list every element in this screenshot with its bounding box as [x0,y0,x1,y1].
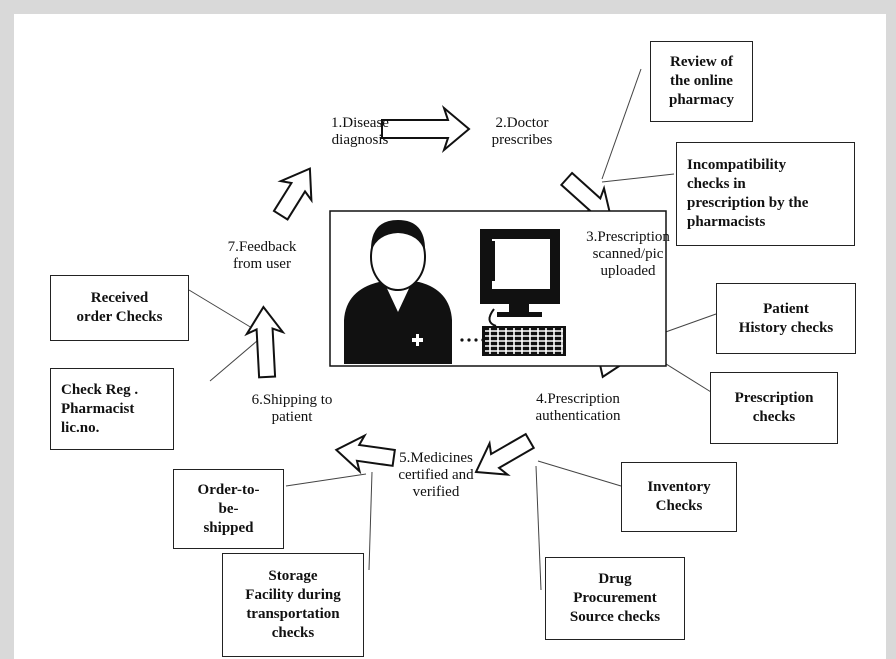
step-7-text: 7.Feedback from user [227,239,297,272]
connector-review [601,68,642,180]
step-2-label: 2.Doctor prescribes [476,115,568,149]
order-box: Order-to- be- shipped [173,469,284,549]
diagram-graphics [188,68,717,591]
connector-check-reg [209,334,265,382]
pharmacist-hair [370,220,426,252]
step-6-text: 6.Shipping to patient [251,392,333,425]
connector-incompat [601,173,675,183]
step-3-label: 3.Prescription scanned/pic uploaded [568,229,688,280]
keyboard [482,326,566,356]
arrow-6-to-7 [244,305,286,379]
patient-history-box: Patient History checks [716,283,856,354]
connector-order [285,473,367,487]
step-5-text: 5.Medicines certified and verified [398,450,474,500]
arrow-7-to-1 [272,167,313,221]
connector-procurement [535,465,542,591]
arrow-4-to-5 [474,432,536,476]
step-3-text: 3.Prescription scanned/pic uploaded [586,229,670,279]
step-7-label: 7.Feedback from user [214,239,310,273]
step-2-text: 2.Doctor prescribes [491,115,553,148]
connector-lines [188,68,717,591]
prescription-checks-box: Prescription checks [710,372,838,444]
check-reg-text: Check Reg . Pharmacist lic.no. [61,381,139,436]
received-order-text: Received order Checks [76,290,163,325]
step-1-text: 1.Disease diagnosis [331,115,389,148]
incompatibility-box: Incompatibility checks in prescription b… [676,142,855,246]
patient-history-text: Patient History checks [738,300,834,336]
computer-icon [480,229,566,356]
center-illustration [329,210,667,367]
connector-storage [368,471,373,571]
step-6-label: 6.Shipping to patient [236,392,348,426]
cable [488,308,497,327]
connector-inventory [537,460,622,487]
step-4-label: 4.Prescription authentication [518,391,638,425]
received-order-box: Received order Checks [50,275,189,341]
connector-received [188,289,253,329]
storage-box: Storage Facility during transportation c… [222,553,364,657]
check-reg-box: Check Reg . Pharmacist lic.no. [50,368,174,450]
cross-horizontal [412,338,423,342]
storage-text: Storage Facility during transportation c… [245,568,341,641]
step-4-text: 4.Prescription authentication [535,391,621,424]
review-text: Review of the online pharmacy [669,54,734,108]
step-1-label: 1.Disease diagnosis [315,115,405,149]
diagram-canvas: 1.Disease diagnosis 2.Doctor prescribes … [14,14,886,659]
monitor-neck [509,304,529,314]
pharmacist-figure [344,220,452,364]
procurement-text: Drug Procurement Source checks [569,571,661,625]
monitor-base [497,312,542,317]
incompatibility-text: Incompatibility checks in prescription b… [687,157,809,230]
order-text: Order-to- be- shipped [197,481,260,536]
review-box: Review of the online pharmacy [650,41,753,122]
prescription-checks-text: Prescription checks [734,390,814,425]
inventory-text: Inventory Checks [647,479,711,514]
step-5-label: 5.Medicines certified and verified [385,450,487,501]
arrow-5-to-6 [334,433,396,475]
inventory-box: Inventory Checks [621,462,737,532]
arrow-1-to-2 [381,104,471,154]
procurement-box: Drug Procurement Source checks [545,557,685,640]
monitor-screen [492,239,550,289]
pharmacist-body [344,282,452,364]
